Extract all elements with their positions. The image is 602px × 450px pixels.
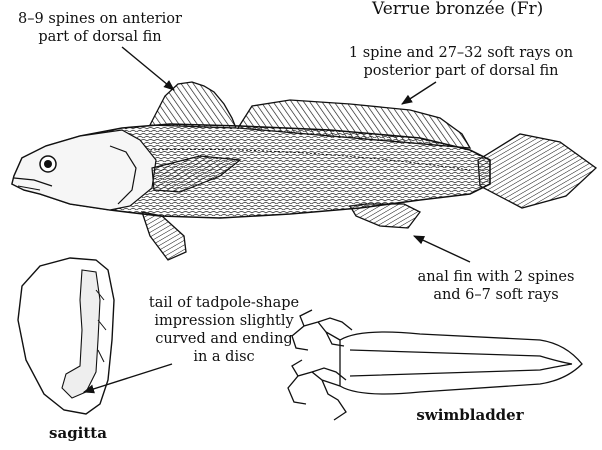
label-line: 1 spine and 27–32 soft rays on [330,44,592,62]
label-dorsal-anterior: 8–9 spines on anterior part of dorsal fi… [2,10,198,46]
arrow-anal-fin [414,236,470,262]
label-line: posterior part of dorsal fin [330,62,592,80]
label-line: 8–9 spines on anterior [2,10,198,28]
label-line: part of dorsal fin [2,28,198,46]
caption-swimbladder: swimbladder [390,406,550,424]
label-anal-fin: anal fin with 2 spines and 6–7 soft rays [396,268,596,304]
fish-drawing [12,82,596,260]
label-dorsal-posterior: 1 spine and 27–32 soft rays on posterior… [330,44,592,80]
arrow-dorsal-posterior [402,82,436,104]
dorsal-fin-spiny [150,82,236,128]
header-fragment: Verrue bronzée (Fr) [371,0,543,19]
swimbladder-body [340,332,582,394]
label-line: curved and ending [126,330,322,348]
pelvic-fin [142,212,186,260]
swimbladder-drawing [288,310,582,420]
label-line: anal fin with 2 spines [396,268,596,286]
label-line: tail of tadpole-shape [126,294,322,312]
label-line: in a disc [126,348,322,366]
sagitta-drawing [18,258,114,414]
fish-head [12,130,156,210]
label-line: impression slightly [126,312,322,330]
label-line: and 6–7 soft rays [396,286,596,304]
arrow-dorsal-anterior [122,47,174,90]
swimbladder-appendage-lower [288,360,346,420]
caudal-fin [478,134,596,208]
caption-sagitta: sagitta [18,424,138,442]
label-sagitta-note: tail of tadpole-shape impression slightl… [126,294,322,366]
